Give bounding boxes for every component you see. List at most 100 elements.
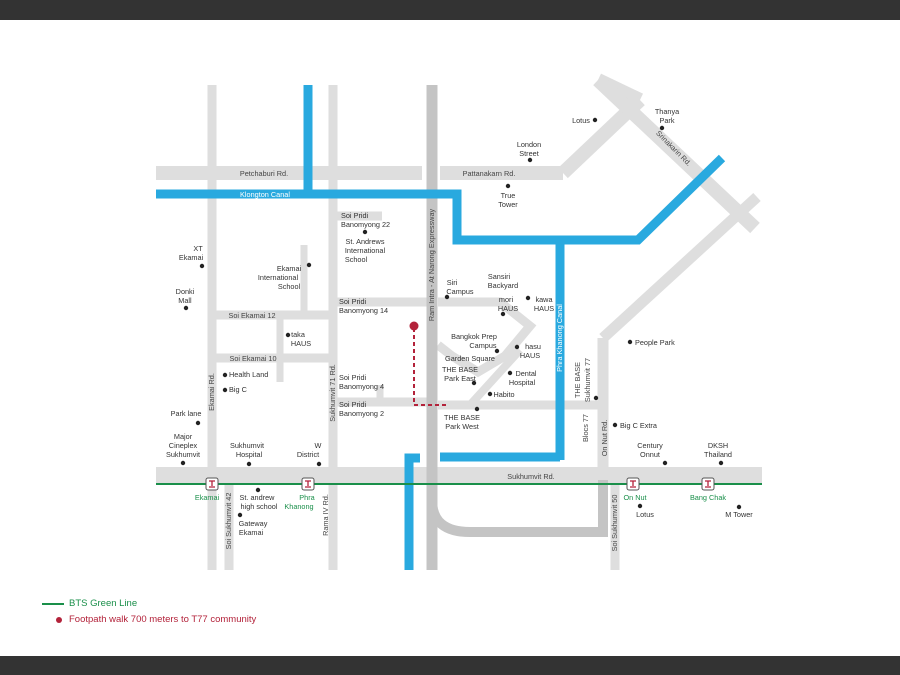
places-donki-mall-0-label: Donki: [176, 287, 195, 296]
places-gateway-1-label: Ekamai: [239, 528, 264, 537]
places-bangkok-prep-0-label: Bangkok Prep: [451, 332, 497, 341]
places-lotus-bottom-label: Lotus: [636, 510, 654, 519]
places-thanya-park-1-label: Park: [659, 116, 674, 125]
place-dot: [474, 406, 480, 412]
place-dot: [285, 332, 291, 338]
places-st-andrews-2-label: School: [345, 255, 368, 264]
roads-soi-pridi-14-1-label: Banomyong 14: [339, 306, 388, 315]
phra-khanong-station-icon[interactable]: [301, 477, 315, 491]
place-dot: [195, 420, 201, 426]
places-w-district-0-label: W: [315, 441, 322, 450]
estate-road-loop: [435, 297, 537, 378]
places-taka-haus-1-label: HAUS: [291, 339, 311, 348]
stations-on-nut-label: On Nut: [623, 493, 646, 502]
places-base-park-west-0-label: THE BASE: [444, 413, 480, 422]
place-dot: [514, 344, 520, 350]
stations-phra-khanong-1-label: Khanong: [284, 502, 313, 511]
footpath-dashed-line: [413, 328, 448, 406]
roads-bloc-77-label: Blocs 77: [581, 414, 590, 442]
places-st-andrews-1-label: International: [345, 246, 386, 255]
footpath-start-marker: [409, 321, 419, 331]
places-major-cineplex-0-label: Major: [174, 432, 193, 441]
top-frame-bar: [0, 0, 900, 20]
places-century-1-label: Onnut: [640, 450, 660, 459]
map-labels: Petchaburi Rd.Pattanakarn Rd.Srinakarin …: [166, 107, 753, 551]
places-dental-hospital-1-label: Hospital: [509, 378, 536, 387]
places-ekamai-school-0-label: Ekamai: [277, 264, 302, 273]
roads-soi-pridi-4-0-label: Soi Pridi: [339, 373, 367, 382]
places-major-cineplex-1-label: Cineplex: [169, 441, 198, 450]
estate-road-diagonal: [467, 347, 523, 408]
places-sansiri-backyard-0-label: Sansiri: [488, 272, 511, 281]
places-st-andrew-high-0-label: St. andrew: [240, 493, 276, 502]
bang-chak-station-icon[interactable]: [701, 477, 715, 491]
places-sukhumvit-hospital-1-label: Hospital: [236, 450, 263, 459]
place-dot: [507, 370, 513, 376]
place-dot: [527, 157, 533, 163]
places-hasu-haus-1-label: HAUS: [520, 351, 540, 360]
roads-soi-sukhumvit-42-label: Soi Sukhumvit 42: [224, 493, 233, 550]
places-st-andrew-high-1-label: high school: [241, 502, 278, 511]
places-ekamai-school-1-label: International: [258, 273, 299, 282]
place-dot: [246, 461, 252, 467]
phra-khanong-canal-west: [404, 453, 420, 570]
place-dot: [316, 461, 322, 467]
places-kawa-haus-1-label: HAUS: [534, 304, 554, 313]
footpath-route: [409, 321, 448, 406]
on-nut-station-icon[interactable]: [626, 477, 640, 491]
place-dot: [487, 391, 493, 397]
roads-the-base-77-0-label: THE BASE: [573, 362, 582, 398]
places-sukhumvit-hospital-0-label: Sukhumvit: [230, 441, 264, 450]
place-dot: [525, 295, 531, 301]
roads-ekamai-label: Ekamai Rd.: [207, 373, 216, 411]
legend-bts-swatch: [42, 602, 64, 605]
roads-soi-sukhumvit-50-label: Soi Sukhumvit 50: [610, 495, 619, 552]
place-dot: [627, 339, 633, 345]
places-habito-label: Habito: [493, 390, 514, 399]
place-dot: [306, 262, 312, 268]
roads-on-nut-label: On Nut Rd.: [600, 420, 609, 457]
places-mori-haus-0-label: mori: [499, 295, 514, 304]
stations-bang-chak-label: Bang Chak: [690, 493, 726, 502]
place-dot: [222, 372, 228, 378]
roads-soi-pridi-2-0-label: Soi Pridi: [339, 400, 367, 409]
places-bangkok-prep-1-label: Campus: [469, 341, 497, 350]
places-mori-haus-1-label: HAUS: [498, 304, 518, 313]
places-thanya-park-0-label: Thanya: [655, 107, 680, 116]
places-w-district-1-label: District: [297, 450, 319, 459]
roads-ram-intra-label: Ram Intra - At Narong Expressway: [427, 208, 436, 321]
place-dot: [718, 460, 724, 466]
places-siri-campus-1-label: Campus: [446, 287, 474, 296]
klongton-canal: [156, 154, 726, 245]
places-xt-ekamai-1-label: Ekamai: [179, 253, 204, 262]
roads-petchaburi-label: Petchaburi Rd.: [240, 169, 288, 178]
places-xt-ekamai-0-label: XT: [193, 244, 203, 253]
places-century-0-label: Century: [637, 441, 663, 450]
roads-soi-pridi-14-0-label: Soi Pridi: [339, 297, 367, 306]
places-ekamai-school-2-label: School: [278, 282, 301, 291]
roads-soi-ekamai-10-label: Soi Ekamai 10: [229, 354, 276, 363]
place-dot: [637, 503, 643, 509]
place-dot: [183, 305, 189, 311]
legend-footpath: Footpath walk 700 meters to T77 communit…: [42, 614, 256, 625]
place-dot: [662, 460, 668, 466]
place-dot: [593, 395, 599, 401]
places-dksh-1-label: Thailand: [704, 450, 732, 459]
places-base-park-east-1-label: Park East: [444, 374, 476, 383]
places-st-andrews-0-label: St. Andrews: [346, 237, 385, 246]
places-taka-haus-0-label: taka: [291, 330, 306, 339]
roads-soi-pridi-22-0-label: Soi Pridi: [341, 211, 369, 220]
ekamai-station-icon[interactable]: [205, 477, 219, 491]
place-markers: [180, 117, 742, 518]
place-dot: [612, 422, 618, 428]
bottom-frame-bar: [0, 656, 900, 675]
place-dot: [444, 294, 450, 300]
places-london-street-1-label: Street: [519, 149, 538, 158]
stations-phra-khanong-0-label: Phra: [299, 493, 315, 502]
place-dot: [255, 487, 261, 493]
roads-the-base-77-1-label: Sukhumvit 77: [583, 358, 592, 402]
places-gateway-0-label: Gateway: [239, 519, 268, 528]
srinakarin-road: [593, 74, 760, 234]
place-dot: [222, 387, 228, 393]
